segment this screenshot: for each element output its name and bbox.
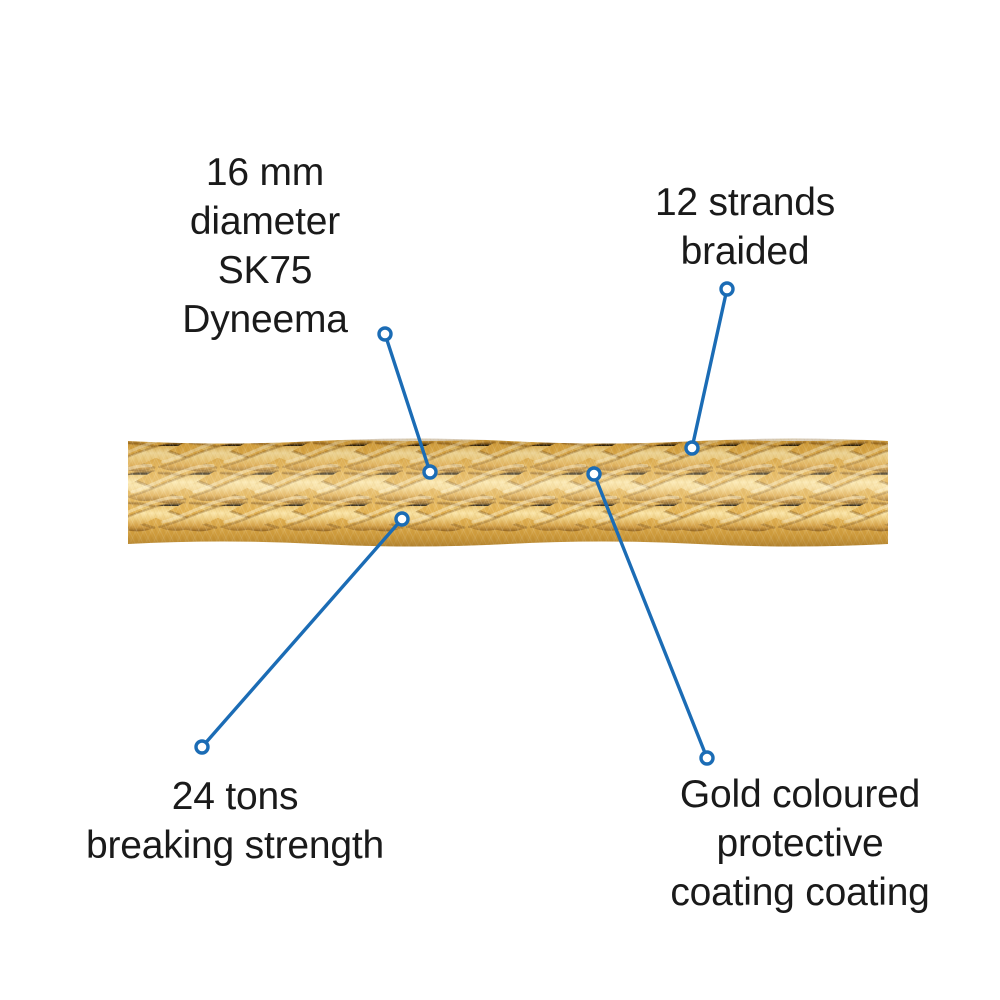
callout-line-strength	[200, 517, 404, 749]
callout-marker-coating-target-end	[699, 750, 715, 766]
rope-image	[128, 434, 888, 552]
callout-marker-diameter-label-end	[377, 326, 393, 342]
callout-label-coating: Gold coloured protective coating coating	[670, 773, 930, 914]
callout-strands	[684, 281, 735, 456]
callout-label-breaking-strength: 24 tons breaking strength	[86, 775, 384, 867]
callout-label-diameter: 16 mm diameter SK75 Dyneema	[182, 151, 348, 341]
callout-line-strands	[690, 287, 729, 450]
callout-marker-strength-target-end	[194, 739, 210, 755]
rope-braid-graphic	[128, 434, 888, 552]
callout-marker-strands-label-end	[719, 281, 735, 297]
callout-label-strands: 12 strands braided	[654, 181, 836, 273]
